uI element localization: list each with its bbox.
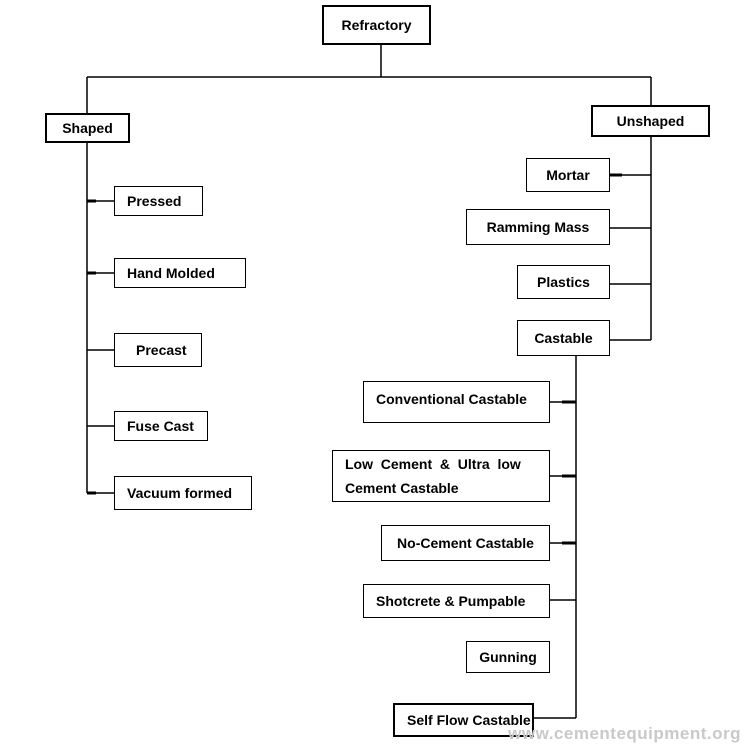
node-precast: Precast <box>114 333 202 367</box>
node-castable: Castable <box>517 320 610 356</box>
node-self-flow-castable: Self Flow Castable <box>393 703 534 737</box>
node-conventional-castable: Conventional Castable <box>363 381 550 423</box>
node-fuse-cast: Fuse Cast <box>114 411 208 441</box>
node-hand-molded: Hand Molded <box>114 258 246 288</box>
node-shotcrete-pumpable: Shotcrete & Pumpable <box>363 584 550 618</box>
node-low-cement-castable: Low Cement & Ultra low Cement Castable <box>332 450 550 502</box>
node-unshaped: Unshaped <box>591 105 710 137</box>
node-pressed: Pressed <box>114 186 203 216</box>
node-shaped: Shaped <box>45 113 130 143</box>
node-ramming-mass: Ramming Mass <box>466 209 610 245</box>
node-gunning: Gunning <box>466 641 550 673</box>
node-no-cement-castable: No-Cement Castable <box>381 525 550 561</box>
node-vacuum-formed: Vacuum formed <box>114 476 252 510</box>
node-plastics: Plastics <box>517 265 610 299</box>
node-mortar: Mortar <box>526 158 610 192</box>
node-refractory: Refractory <box>322 5 431 45</box>
watermark-text: www.cementequipment.org <box>508 724 741 743</box>
low-cement-line-2: Cement Castable <box>345 480 459 496</box>
low-cement-line-1: Low Cement & Ultra low <box>345 456 521 472</box>
